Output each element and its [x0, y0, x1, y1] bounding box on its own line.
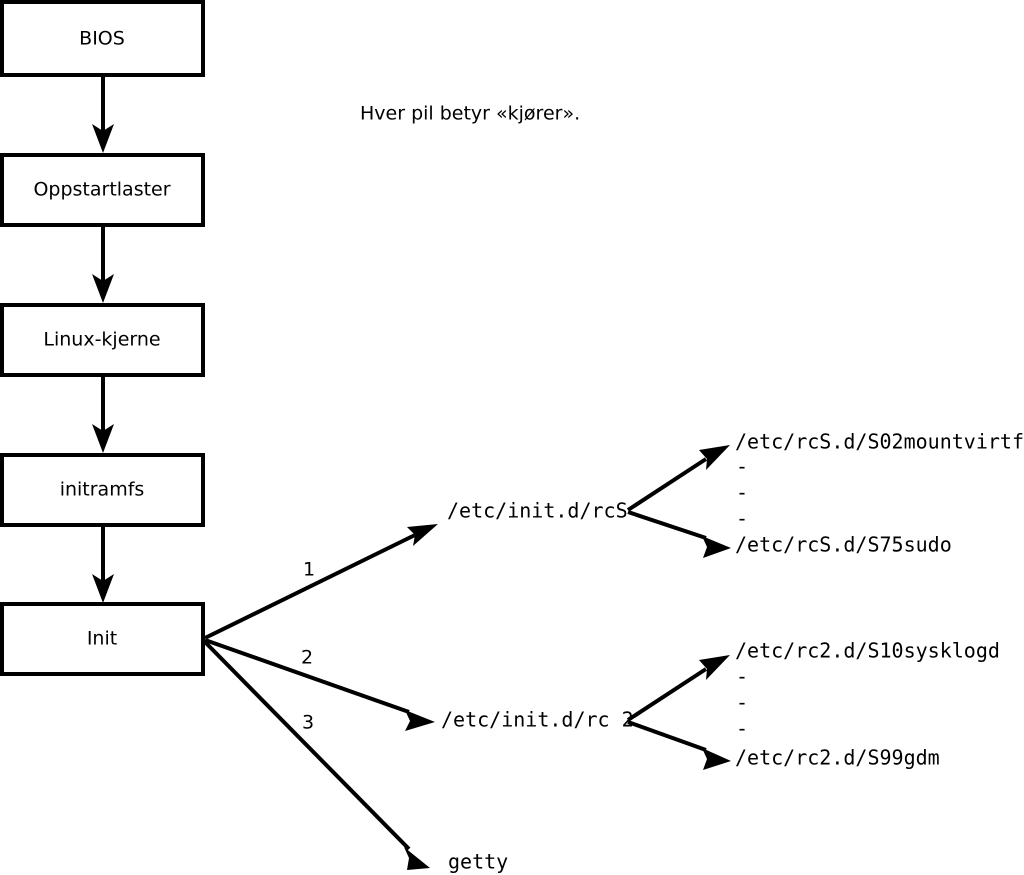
- node-init[interactable]: Init: [0, 602, 205, 676]
- rcs-ellipsis-dash-3: -: [736, 507, 748, 531]
- arrow-bios-to-bootloader: [92, 75, 114, 153]
- arrow-init-to-rc2: [204, 638, 435, 731]
- node-bios[interactable]: BIOS: [0, 0, 205, 77]
- arrow-initramfs-to-init: [92, 525, 114, 603]
- node-initramfs-label: initramfs: [60, 479, 145, 501]
- node-kernel-label: Linux-kjerne: [43, 329, 160, 351]
- rcs-ellipsis-dash-1: -: [736, 455, 748, 479]
- rc2-ellipsis-dash-3: -: [736, 717, 748, 741]
- rc2-child-last-label[interactable]: /etc/rc2.d/S99gdm: [735, 746, 940, 770]
- arrow-init-to-getty: [203, 640, 430, 870]
- rcs-child-last-label[interactable]: /etc/rcS.d/S75sudo: [735, 533, 952, 557]
- node-bootloader[interactable]: Oppstartlaster: [0, 153, 205, 227]
- node-init-label: Init: [87, 628, 117, 650]
- arrowhead-diagonal-icon: [405, 710, 435, 731]
- node-bootloader-rect: [0, 153, 205, 227]
- node-rc2-label[interactable]: /etc/init.d/rc 2: [441, 708, 634, 732]
- rc2-child-first-label[interactable]: /etc/rc2.d/S10sysklogd: [735, 639, 1000, 663]
- arrow-kernel-to-initramfs: [92, 375, 114, 453]
- arrowhead-down-icon: [92, 124, 114, 153]
- node-rcs-label[interactable]: /etc/init.d/rcS: [447, 499, 628, 523]
- arrowhead-down-icon: [92, 424, 114, 453]
- arrowhead-diagonal-icon: [407, 524, 438, 546]
- diagram-caption: Hver pil betyr «kjører».: [360, 103, 580, 125]
- node-kernel[interactable]: Linux-kjerne: [0, 303, 205, 377]
- branch-label-1: 1: [303, 559, 315, 581]
- arrowhead-down-icon: [92, 574, 114, 603]
- node-initramfs[interactable]: initramfs: [0, 453, 205, 527]
- node-getty-label[interactable]: getty: [448, 850, 508, 874]
- arrow-init-to-rcs: [204, 524, 438, 640]
- node-kernel-rect: [0, 303, 205, 377]
- arrowhead-diagonal-icon: [702, 536, 731, 558]
- branch-label-2: 2: [301, 647, 313, 669]
- arrow-rcs-to-last-script: [627, 510, 731, 558]
- branch-label-3: 3: [302, 712, 314, 734]
- arrowhead-diagonal-icon: [699, 655, 730, 680]
- arrow-rc2-to-last-script: [627, 720, 731, 770]
- arrowhead-diagonal-icon: [702, 748, 731, 770]
- rcs-child-first-label[interactable]: /etc/rcS.d/S02mountvirtfs: [735, 430, 1024, 454]
- rc2-ellipsis-dash-2: -: [736, 691, 748, 715]
- arrowhead-diagonal-icon: [404, 847, 430, 870]
- arrowhead-down-icon: [92, 274, 114, 303]
- arrow-bootloader-to-kernel: [92, 225, 114, 303]
- node-init-rect: [0, 602, 205, 676]
- arrowhead-diagonal-icon: [699, 445, 730, 470]
- arrow-rc2-to-first-script: [626, 655, 730, 722]
- rc2-ellipsis-dash-1: -: [736, 665, 748, 689]
- arrow-rcs-to-first-script: [626, 445, 730, 512]
- node-bootloader-label: Oppstartlaster: [33, 179, 170, 201]
- node-bios-label: BIOS: [79, 28, 125, 50]
- node-bios-rect: [0, 0, 205, 77]
- rcs-ellipsis-dash-2: -: [736, 481, 748, 505]
